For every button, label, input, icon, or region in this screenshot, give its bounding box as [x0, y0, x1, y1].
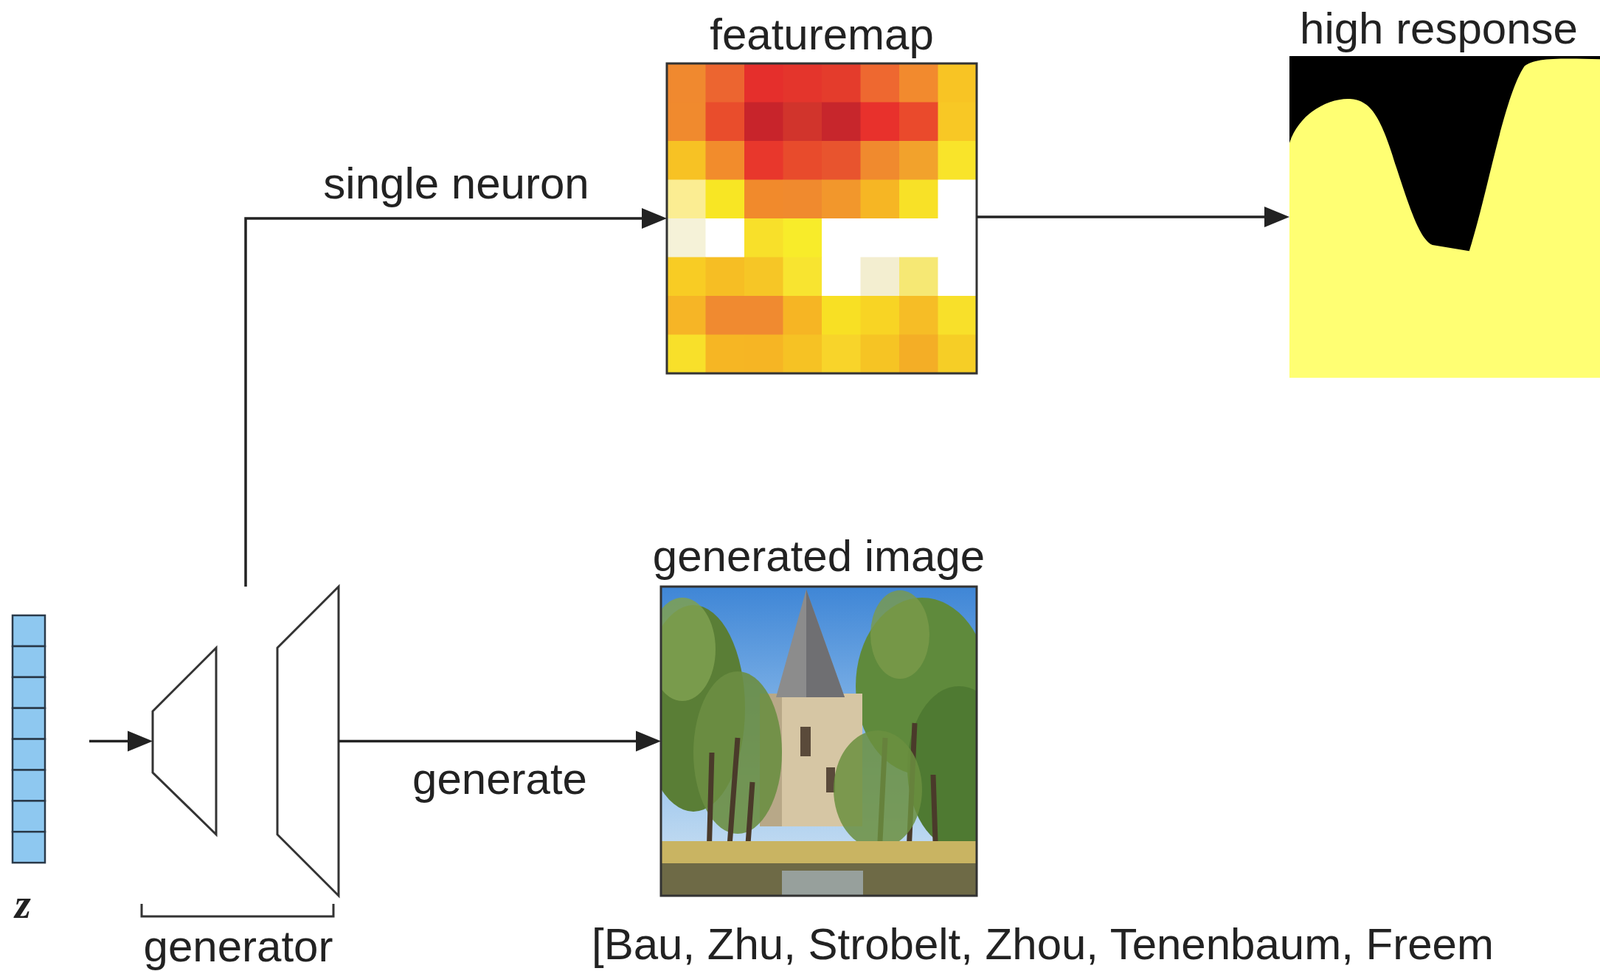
edge-label: generate [412, 754, 588, 804]
node-title: generator [143, 922, 334, 971]
arrowhead [641, 208, 667, 229]
node-title: high response [1299, 4, 1578, 54]
mask-node: high response [1289, 56, 1600, 378]
connector-line [976, 215, 1268, 219]
arrowhead [127, 731, 153, 752]
connector [338, 731, 661, 752]
node-title: featuremap [709, 10, 934, 60]
connector [245, 208, 667, 587]
image-node: generated image [660, 586, 977, 896]
generator-node: generator [152, 586, 339, 896]
heatmap [666, 63, 978, 374]
mask-background [1289, 56, 1600, 378]
connector-line [338, 739, 639, 743]
image-border [660, 586, 977, 896]
arrowhead [635, 731, 661, 752]
generator-bracket [141, 903, 334, 917]
mask-shape [1289, 59, 1600, 378]
node-title: generated image [652, 531, 985, 581]
connector [976, 206, 1290, 228]
arrowhead [1264, 206, 1290, 228]
connector [89, 731, 153, 752]
citation: [Bau, Zhu, Strobelt, Zhou, Tenenbaum, Fr… [591, 920, 1494, 968]
scene-photo [660, 586, 977, 896]
latent-vector-node: z [12, 615, 45, 863]
connector-line [245, 218, 645, 587]
node-title: z [14, 881, 31, 928]
featuremap-node: featuremap [666, 63, 977, 374]
latent-vector [12, 615, 45, 863]
edge-label: single neuron [323, 159, 589, 209]
connector-line [89, 739, 131, 743]
generator-layers [152, 586, 339, 896]
heatmap-border [666, 63, 977, 374]
